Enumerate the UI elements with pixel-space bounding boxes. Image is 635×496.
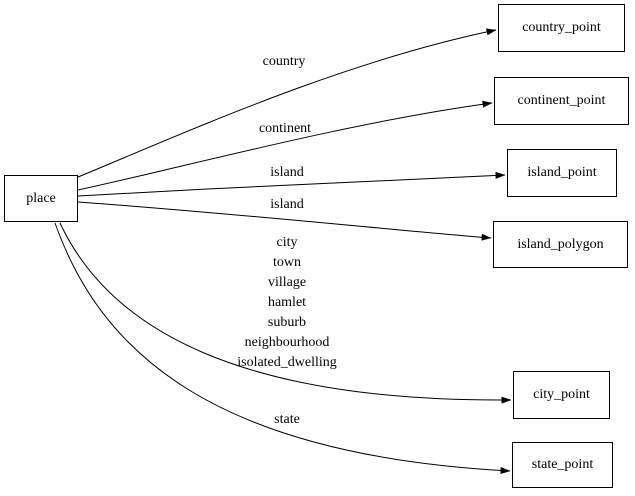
edge-place-country_point (77, 28, 497, 178)
edge-label-continent: continent (258, 121, 312, 136)
edge-label-state: state (274, 412, 300, 427)
node-city_point: city_point (513, 371, 610, 419)
node-island_point: island_point (507, 149, 617, 197)
node-place: place (4, 175, 78, 222)
edge-place-state_point (54, 222, 511, 474)
edge-label-island-point: island (270, 165, 304, 180)
node-continent_point: continent_point (494, 77, 629, 125)
edge-label-city-group: city town village hamlet suburb neighbou… (237, 235, 337, 370)
edge-place-island_polygon (77, 201, 492, 241)
edge-place-continent_point (77, 100, 493, 191)
edge-place-city_point (59, 222, 512, 404)
node-country_point: country_point (498, 4, 625, 52)
node-state_point: state_point (512, 442, 613, 488)
edge-place-island_point (77, 171, 506, 197)
edge-label-island-polygon: island (270, 197, 304, 212)
edge-label-country: country (262, 54, 306, 69)
node-island_polygon: island_polygon (493, 221, 628, 268)
